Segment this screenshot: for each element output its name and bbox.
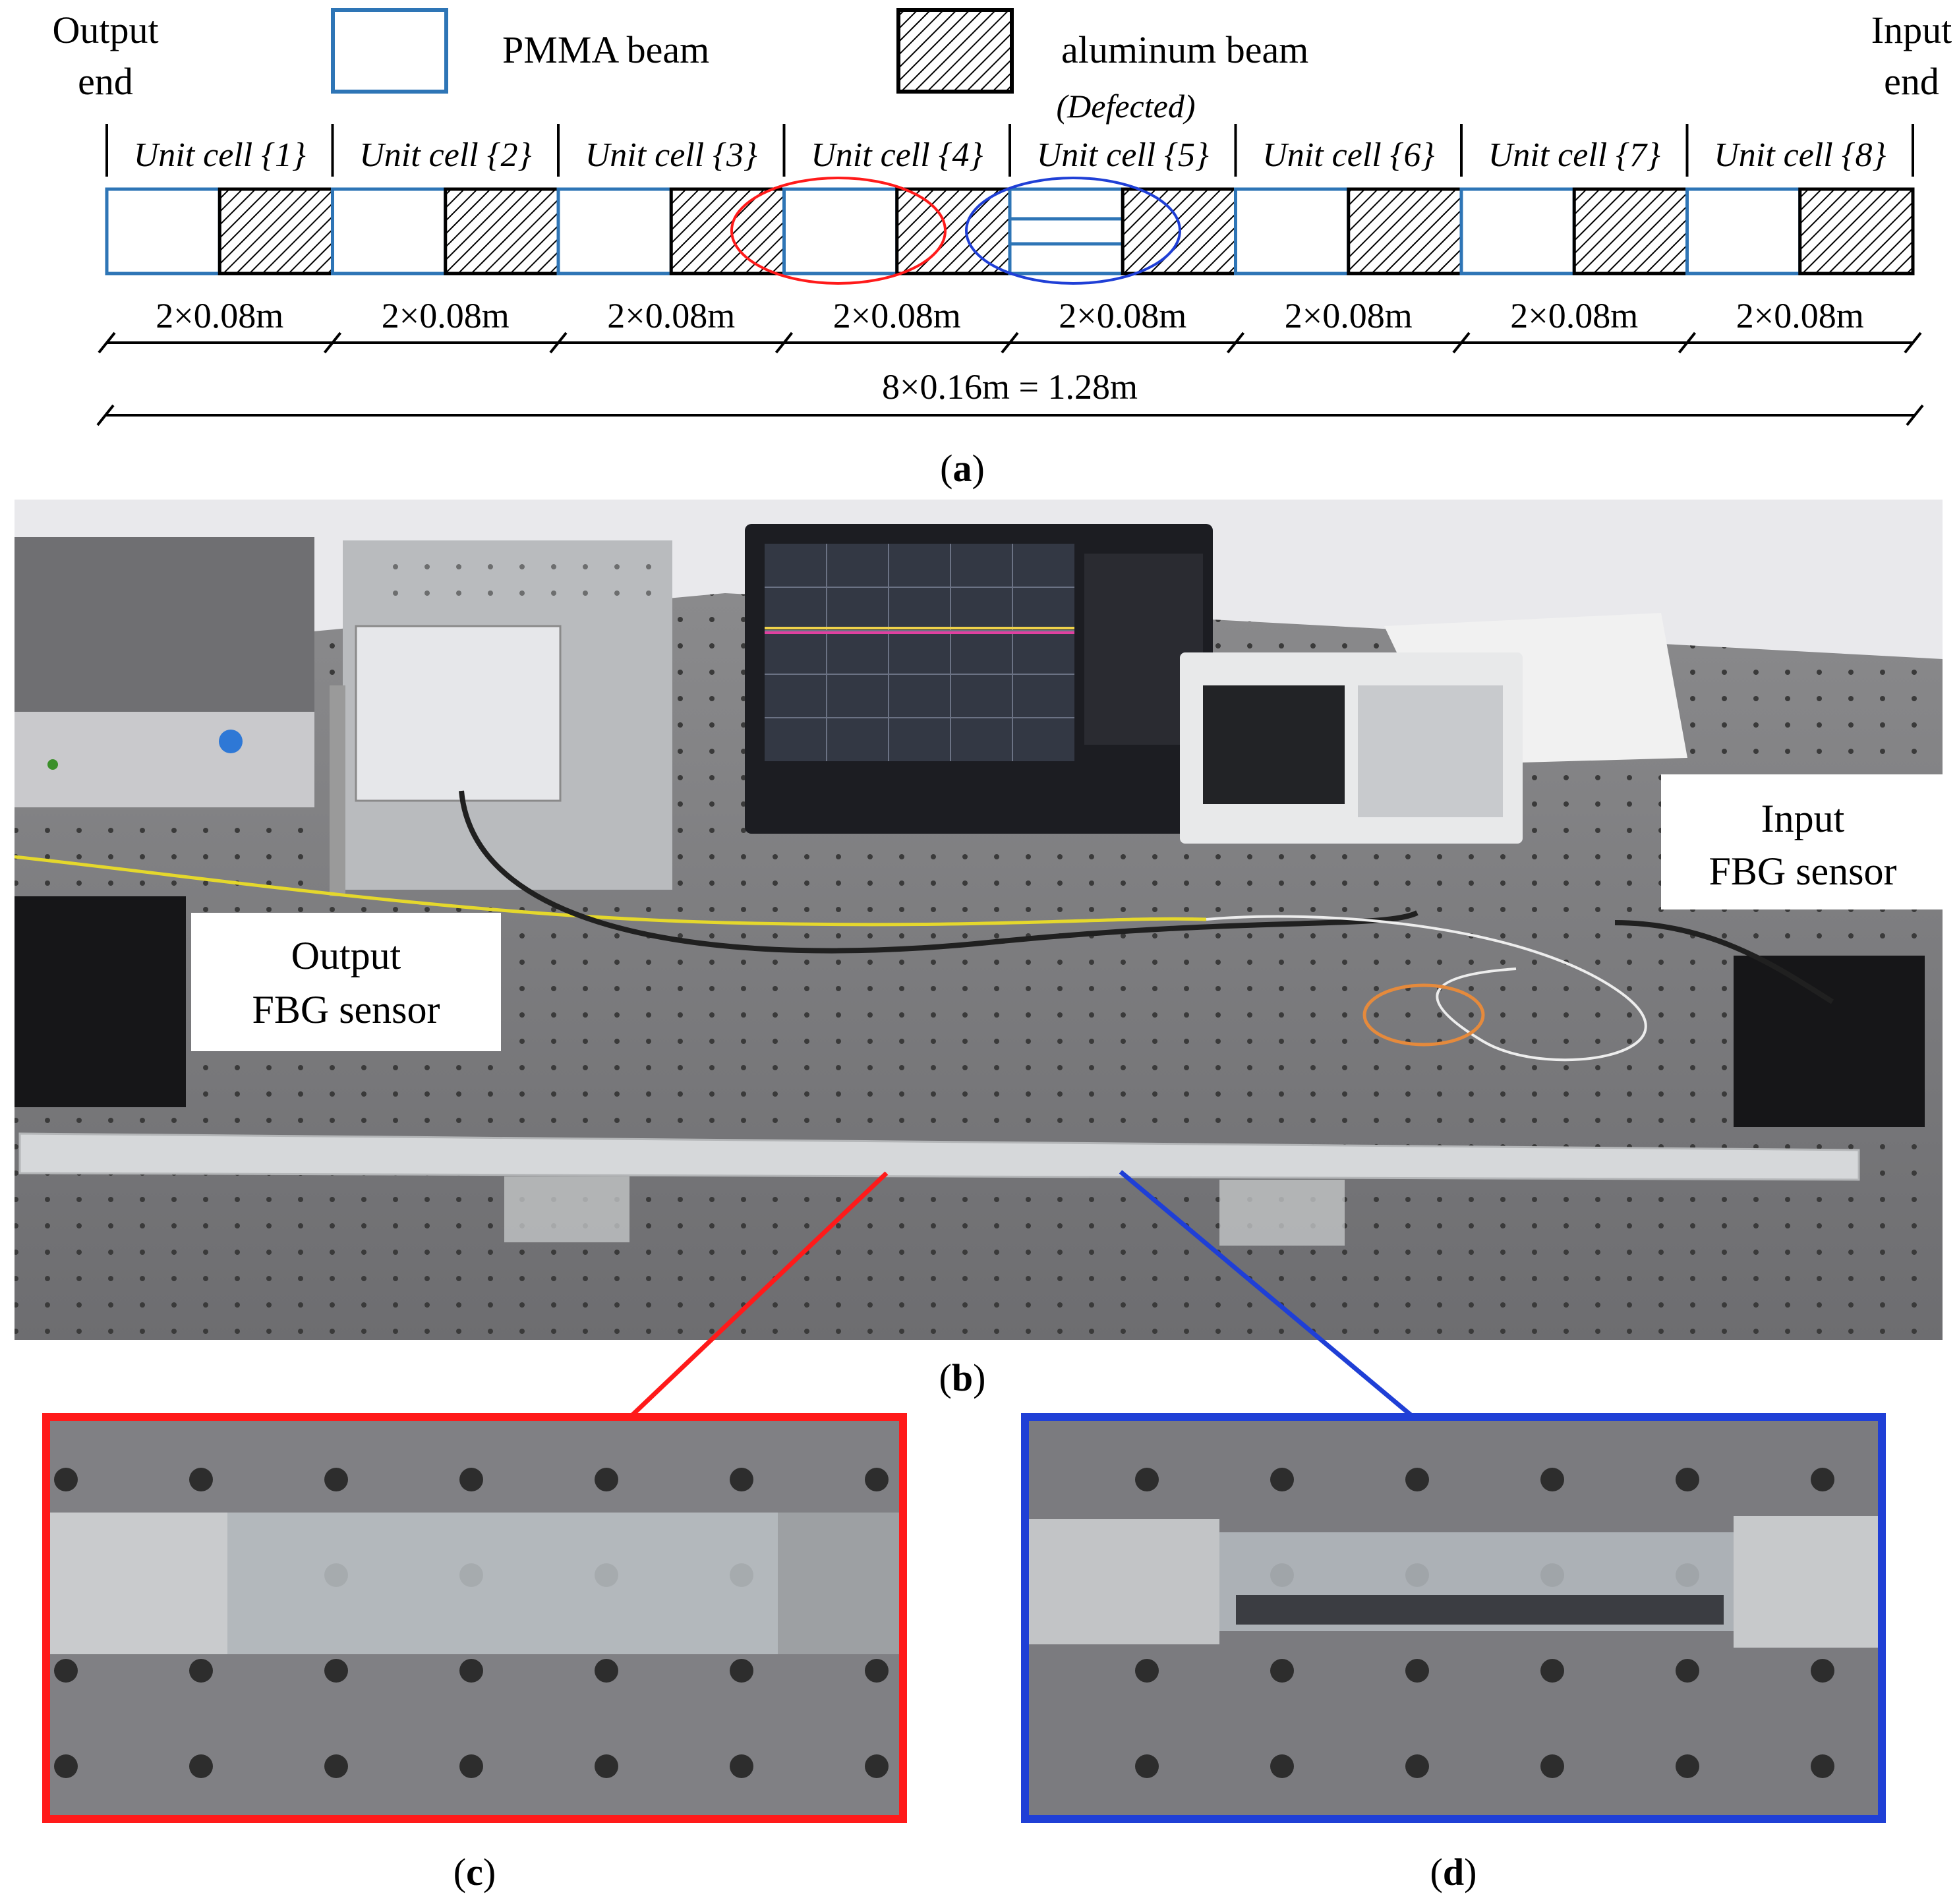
unit-cell-label-6: Unit cell {6}: [1262, 136, 1434, 174]
cell-dimension-label-5: 2×0.08m: [1059, 296, 1186, 335]
input-end-label-line2: end: [1884, 60, 1939, 103]
experimental-setup-photo: Output FBG sensor Input FBG sensor: [14, 500, 1944, 1515]
unit-cell-label-8: Unit cell {8}: [1714, 136, 1886, 174]
pmma-segment-5: [1008, 187, 1125, 275]
inset-c-aluminum-right: [778, 1513, 900, 1654]
light-source-led: [47, 759, 58, 770]
inset-c-aluminum-left: [49, 1513, 227, 1654]
pmma-legend-label: PMMA beam: [502, 28, 709, 71]
amplifier-vents: [369, 554, 659, 613]
pmma-segment-7: [1459, 187, 1576, 275]
metamaterial-beam-photo: [18, 1132, 1860, 1181]
fbg-fiber-coil: [1362, 983, 1485, 1047]
panel-c-label: (c): [453, 1851, 496, 1893]
amplifier-front-panel: [355, 625, 562, 802]
cell-dimension-label-3: 2×0.08m: [607, 296, 735, 335]
total-dim-tick-left: [96, 404, 115, 426]
aluminum-segment-2: [444, 187, 560, 275]
pmma-segment-6: [1234, 187, 1351, 275]
input-fbg-label-line2: FBG sensor: [1709, 850, 1896, 893]
unit-cell-label-5: Unit cell {5}: [1037, 136, 1209, 174]
cell-dimension-label-4: 2×0.08m: [833, 296, 961, 335]
aluminum-legend-swatch: [896, 8, 1014, 94]
unit-cell-4-highlight: [730, 177, 947, 285]
input-fbg-label-box: [1661, 774, 1944, 909]
function-generator-screen: [1203, 685, 1345, 804]
output-end-label-line1: Output: [52, 9, 158, 51]
output-fbg-label-line2: FBG sensor: [252, 988, 440, 1031]
beam-support-left: [504, 1176, 629, 1242]
inset-c-pmma-cell: [227, 1513, 778, 1654]
input-fbg-label-line1: Input: [1761, 797, 1845, 840]
inset-d-aluminum-right: [1734, 1516, 1879, 1648]
unit-cell-label-7: Unit cell {7}: [1488, 136, 1660, 174]
output-fbg-label-line1: Output: [291, 934, 401, 977]
unit-cell-label-2: Unit cell {2}: [359, 136, 531, 174]
beam-support-right: [1219, 1180, 1345, 1246]
pmma-segment-8: [1685, 187, 1802, 275]
cell-dimension-label-8: 2×0.08m: [1736, 296, 1864, 335]
input-signal-cable: [1614, 920, 1834, 1004]
amplifier-handle: [330, 685, 345, 896]
dim-tick-end: [1904, 332, 1922, 354]
inset-d-defect-slot: [1236, 1595, 1724, 1625]
zoom-inset-d: [1021, 1413, 1886, 1823]
cell-dimension-label-1: 2×0.08m: [156, 296, 283, 335]
black-signal-cable: [459, 790, 1418, 954]
aluminum-segment-6: [1347, 187, 1463, 275]
pmma-legend-swatch: [331, 8, 448, 94]
aluminum-segment-8: [1798, 187, 1915, 275]
aluminum-segment-7: [1572, 187, 1689, 275]
cell-dimension-label-7: 2×0.08m: [1510, 296, 1638, 335]
light-source-front-panel: [15, 712, 314, 807]
unit-cell-label-4: Unit cell {4}: [811, 136, 983, 174]
schematic-panel-a: Output end Input end PMMA beam aluminum …: [52, 8, 1952, 490]
panel-d-label: (d): [1430, 1851, 1477, 1893]
oscilloscope-screen: [765, 544, 1074, 761]
unit-cell-5-highlight: [965, 177, 1181, 285]
aluminum-segment-4: [895, 187, 1012, 275]
unit-cell-label-3: Unit cell {3}: [585, 136, 757, 174]
panel-a-label: (a): [940, 447, 985, 490]
zoom-inset-c: [42, 1413, 907, 1823]
defected-label: (Defected): [1057, 88, 1196, 125]
output-fbg-label-box: [191, 913, 501, 1051]
fbg-fiber-white: [1206, 915, 1647, 1062]
cell-dimension-label-2: 2×0.08m: [382, 296, 510, 335]
beam-schematic: [105, 187, 1915, 275]
inset-c-border: [42, 1413, 907, 1823]
inset-d-border: [1021, 1413, 1886, 1823]
function-generator-keys: [1358, 685, 1503, 817]
light-source-knob: [219, 730, 243, 753]
inset-d-aluminum-left: [1028, 1519, 1219, 1644]
output-end-label-line2: end: [78, 60, 133, 103]
panel-b-label: (b): [939, 1356, 986, 1399]
dimension-lines: 2×0.08m 2×0.08m 2×0.08m 2×0.08m 2×0.08m 2×0.0…: [98, 296, 1922, 354]
aluminum-segment-1: [218, 187, 334, 275]
total-dim-tick-right: [1906, 404, 1924, 426]
pmma-segment-4: [782, 187, 899, 275]
cell-dimension-label-6: 2×0.08m: [1285, 296, 1413, 335]
total-dimension-label: 8×0.16m = 1.28m: [882, 367, 1138, 407]
unit-cell-label-1: Unit cell {1}: [134, 136, 306, 174]
yellow-fiber-cable: [14, 855, 1207, 927]
aluminum-segment-3: [669, 187, 786, 275]
pmma-segment-1: [105, 187, 221, 275]
pmma-segment-2: [331, 187, 448, 275]
aluminum-legend-label: aluminum beam: [1061, 28, 1308, 71]
oscilloscope-grid: [765, 544, 1074, 761]
input-translation-stage: [1734, 956, 1925, 1127]
input-end-label-line1: Input: [1871, 9, 1952, 51]
pmma-segment-3: [556, 187, 673, 275]
output-translation-stage: [15, 896, 186, 1107]
unit-cell-labels: Unit cell {1} Unit cell {2} Unit cell {3} U…: [105, 124, 1914, 177]
